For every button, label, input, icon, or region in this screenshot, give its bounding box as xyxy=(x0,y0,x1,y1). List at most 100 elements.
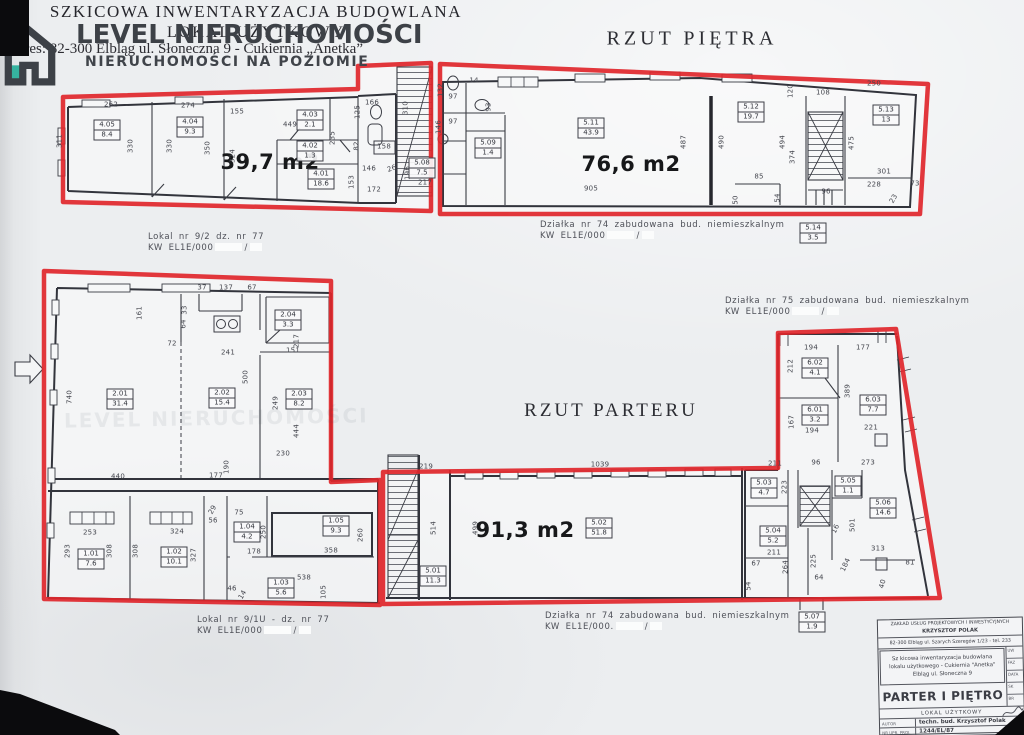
dimension-label: 487 xyxy=(679,135,688,149)
parcel-note-line2: KW EL1E/000./ xyxy=(545,622,790,633)
dimension-label: 177 xyxy=(856,343,870,352)
red-unit-outlines xyxy=(41,60,943,608)
dimension-label: 260 xyxy=(356,528,365,542)
lower-right-stairs xyxy=(799,485,831,527)
room-number: 5.08 xyxy=(409,159,435,169)
dimension-label: 250 xyxy=(867,79,881,88)
dimension-label: 153 xyxy=(347,175,356,189)
room-label-box: 5.08 7.5 xyxy=(408,157,436,179)
room-label-box: 1.04 4.2 xyxy=(233,521,261,543)
parcel-note: Lokal nr 9/1U - dz. nr 77 KW EL1E/000/ xyxy=(197,615,329,637)
room-number: 5.01 xyxy=(420,567,446,577)
lower-stairs xyxy=(387,454,419,599)
room-number: 5.11 xyxy=(578,119,604,129)
dimension-label: 97 xyxy=(448,117,458,126)
dimension-label: 81 xyxy=(905,558,915,567)
parcel-note: Lokal nr 9/2 dz. nr 77 KW EL1E/000/ xyxy=(148,232,264,254)
dimension-label: 500 xyxy=(241,370,250,384)
dimension-label: 440 xyxy=(111,472,125,481)
dimension-label: 137 xyxy=(219,283,233,292)
dimension-label: 330 xyxy=(165,139,174,153)
room-area: 4.7 xyxy=(758,488,770,497)
dimension-label: 151 xyxy=(286,346,300,355)
dimension-label: 14 xyxy=(469,76,479,85)
room-number: 5.05 xyxy=(835,477,861,487)
dimension-label: 73 xyxy=(910,179,920,188)
scan-corner-top-left xyxy=(0,0,29,56)
room-number: 5.03 xyxy=(751,479,777,489)
room-number: 5.06 xyxy=(870,499,896,509)
parcel-note-line1: Działka nr 74 zabudowana bud. niemieszka… xyxy=(540,220,785,230)
side-column-label: SK xyxy=(1007,682,1024,695)
room-label-box: 5.06 14.6 xyxy=(869,497,897,519)
dimension-label: 166 xyxy=(365,98,379,107)
room-label-box: 2.04 3.3 xyxy=(274,309,302,331)
dimension-label: 273 xyxy=(861,458,875,467)
dimension-label: 313 xyxy=(871,544,885,553)
dimension-label: 324 xyxy=(170,527,184,536)
room-area: 4.1 xyxy=(809,368,821,377)
dimension-label: 358 xyxy=(324,546,338,555)
room-number: 4.01 xyxy=(308,170,334,180)
dimension-label: 167 xyxy=(787,415,796,429)
dimension-label: 225 xyxy=(809,554,818,568)
room-label-box: 5.11 43.9 xyxy=(577,117,605,139)
dimension-label: 249 xyxy=(271,396,280,410)
doc-title-line1: SZKICOWA INWENTARYZACJA BUDOWLANA xyxy=(49,2,463,21)
dimension-label: 490 xyxy=(717,135,726,149)
upper-plan-title: RZUT PIĘTRA xyxy=(606,27,778,50)
dimension-label: 172 xyxy=(367,185,381,194)
room-label-box: 6.03 7.7 xyxy=(859,394,887,416)
document-header: SZKICOWA INWENTARYZACJA BUDOWLANA LOKAL … xyxy=(2,2,510,42)
dimension-label: 905 xyxy=(584,184,598,193)
room-label-box: 2.01 31.4 xyxy=(106,388,134,410)
redaction-box xyxy=(298,626,311,634)
room-label-box: 2.02 15.4 xyxy=(208,387,236,409)
lower-right-partitions xyxy=(745,345,915,610)
dimension-label: 33 xyxy=(180,305,189,315)
upper-right-partitions xyxy=(443,83,912,205)
room-area: 4.2 xyxy=(241,532,253,541)
dimension-label: 67 xyxy=(247,283,257,292)
room-number: 5.04 xyxy=(760,527,786,537)
unit-area-label: 76,6 m2 xyxy=(581,152,681,176)
side-column-label: UW xyxy=(1006,646,1023,659)
room-number: 5.02 xyxy=(586,519,612,529)
room-label-box: 4.05 8.4 xyxy=(93,119,121,141)
dimension-label: 514 xyxy=(429,521,438,535)
room-number: 4.05 xyxy=(94,121,120,131)
doc-title-line2: LOKAL UŻYTKOWY xyxy=(166,24,346,41)
doc-address: Adres: 82-300 Elbląg ul. Słoneczna 9 - C… xyxy=(6,41,363,57)
redaction-box xyxy=(650,622,663,630)
room-label-box: 1.02 10.1 xyxy=(160,546,188,568)
dimension-label: 46 xyxy=(227,584,237,593)
room-number: 2.01 xyxy=(107,390,133,400)
side-column-label: FAZ xyxy=(1006,658,1023,671)
side-column-label: BR xyxy=(1008,695,1015,701)
title-block: ZAKŁAD USŁUG PROJEKTOWYCH I INWESTYCYJNY… xyxy=(876,616,1024,735)
parcel-note-line2: KW EL1E/000/ xyxy=(148,243,264,254)
dimension-label: 308 xyxy=(131,544,140,558)
dimension-label: 82 xyxy=(352,141,361,151)
dimension-label: 64 xyxy=(814,573,824,582)
room-label-box: 2.03 8.2 xyxy=(285,388,313,410)
red-outline-lower-left xyxy=(41,268,383,608)
dimension-label: 494 xyxy=(778,135,787,149)
room-number: 2.02 xyxy=(209,389,235,399)
room-area: 14.6 xyxy=(875,508,891,517)
dimension-label: 449 xyxy=(283,120,297,129)
room-area: 10.1 xyxy=(166,557,182,566)
dimension-label: 146 xyxy=(362,164,376,173)
parcel-note-line1: Lokal nr 9/1U - dz. nr 77 xyxy=(197,615,330,625)
room-label-box: 6.02 4.1 xyxy=(801,357,829,379)
dimension-label: 132 xyxy=(436,83,445,97)
red-outline-lower-right xyxy=(380,326,943,607)
room-number: 1.03 xyxy=(268,579,294,589)
room-number: 5.13 xyxy=(873,106,899,116)
room-label-box: 4.03 2.1 xyxy=(296,109,324,131)
dimension-label: 194 xyxy=(804,343,818,352)
dimension-label: 219 xyxy=(419,462,433,471)
room-label-box: 5.02 51.8 xyxy=(585,517,613,539)
room-area: 7.5 xyxy=(416,168,428,177)
